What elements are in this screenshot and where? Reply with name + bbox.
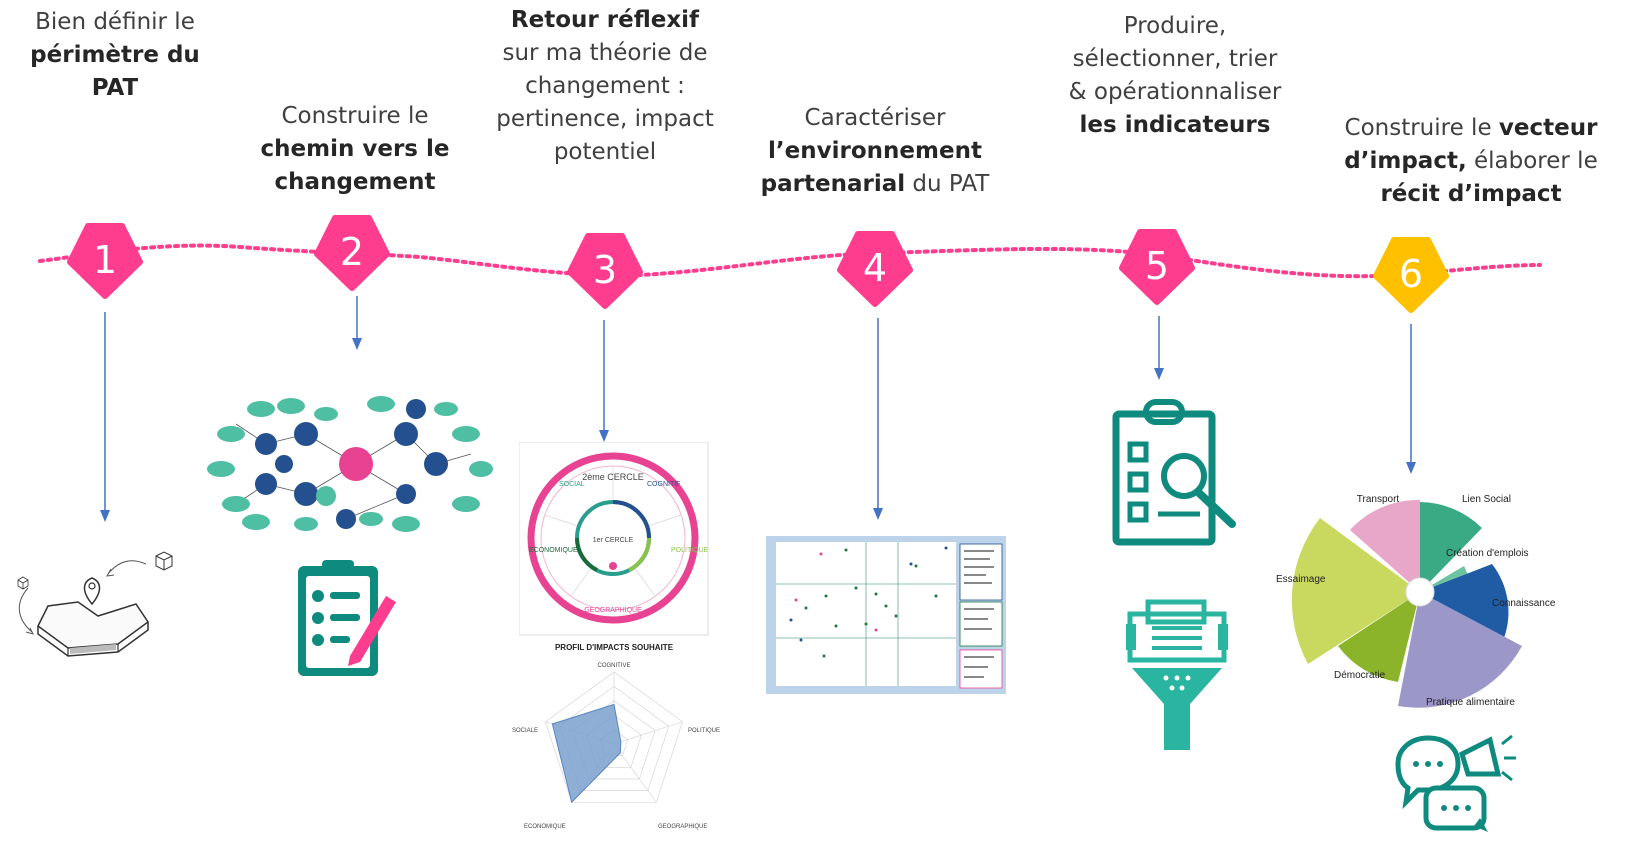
radar-axis-sociale: SOCIALE xyxy=(512,728,538,734)
sector-social: SOCIAL xyxy=(559,481,585,488)
impact-circle-diagram: 2ème CERCLE 1er CERCLE SOCIAL COGNITIF P… xyxy=(519,442,709,636)
step-2-arrow xyxy=(352,296,362,350)
mind-map-center-node xyxy=(339,447,373,481)
step-3-line-2: sur ma théorie de xyxy=(502,40,708,66)
inner-circle-label: 1er CERCLE xyxy=(593,537,634,544)
mind-map-illustration xyxy=(207,396,493,532)
timeline-dotted-line xyxy=(38,243,1542,279)
radar-axis-politique: POLITIQUE xyxy=(688,728,720,734)
step-2-text: Construire le chemin vers le changement xyxy=(250,100,460,199)
filter-funnel-icon xyxy=(1126,599,1228,750)
step-3-line-1: Retour réflexif xyxy=(510,7,700,33)
step-6-number: 6 xyxy=(1398,252,1424,296)
sector-cognitif: COGNITIF xyxy=(647,481,680,488)
step-5-arrow xyxy=(1154,316,1164,380)
radar-grid-spoke xyxy=(613,721,683,745)
step-5-text: Produire, sélectionner, trier & opératio… xyxy=(1050,10,1300,142)
step-3-number: 3 xyxy=(592,248,618,292)
step-4-badge: 4 xyxy=(836,230,914,308)
outer-circle-label: 2ème CERCLE xyxy=(582,472,644,482)
storytelling-megaphone-icon xyxy=(1395,734,1516,832)
sector-economique: ECONOMIQUE xyxy=(529,547,578,554)
step-3-text: Retour réflexif sur ma théorie de change… xyxy=(490,4,720,169)
vector-label-connaissance: Connaissance xyxy=(1492,598,1556,609)
impact-radar-chart: PROFIL D'IMPACTS SOUHAITE COGNITIVE POLI… xyxy=(512,643,720,830)
step-1-text: Bien définir le périmètre du PAT xyxy=(5,6,225,105)
sector-politique: POLITIQUE xyxy=(671,547,709,554)
perimeter-map-illustration xyxy=(8,544,178,666)
pentagon-shape xyxy=(67,223,143,299)
pentagon-shape xyxy=(1119,229,1195,305)
radar-axis-economique: ECONOMIQUE xyxy=(524,824,566,830)
clipboard-pencil-icon xyxy=(298,560,396,676)
partnership-map-screenshot xyxy=(766,536,1006,694)
step-3-arrow xyxy=(599,320,609,442)
impact-vector-chart: Transport Lien Social Création d'emplois… xyxy=(1276,494,1556,708)
step-5-badge: 5 xyxy=(1118,228,1196,306)
vector-slice-lien-social xyxy=(1420,502,1482,592)
pentagon-shape xyxy=(1373,237,1449,313)
step-2-line-3: changement xyxy=(274,169,436,195)
step-1-badge: 1 xyxy=(66,222,144,300)
pentagon-shape xyxy=(314,215,390,291)
vector-slice-democratie xyxy=(1338,592,1420,682)
step-6-line-1-normal: Construire le xyxy=(1344,115,1499,141)
step-1-arrow xyxy=(100,312,110,522)
step-6-line-2-bold: d’impact, xyxy=(1344,148,1467,174)
radar-axis-cognitive: COGNITIVE xyxy=(597,663,630,669)
step-6-arrow xyxy=(1406,324,1416,474)
step-4-number: 4 xyxy=(862,246,888,290)
step-5-line-3: & opérationnaliser xyxy=(1068,79,1282,105)
step-4-text: Caractériser l’environnement partenarial… xyxy=(750,102,1000,201)
step-3-line-4: pertinence, impact xyxy=(496,106,714,132)
step-4-line-2: l’environnement xyxy=(768,138,982,164)
cube-icon xyxy=(17,576,29,590)
step-1-line-2: périmètre du PAT xyxy=(30,42,200,101)
vector-slice-transport xyxy=(1350,499,1420,592)
step-2-badge: 2 xyxy=(313,214,391,292)
step-3-line-5: potentiel xyxy=(553,139,657,165)
vector-slice-connaissance xyxy=(1420,564,1509,638)
vector-label-pratique-alimentaire: Pratique alimentaire xyxy=(1426,697,1515,708)
step-6-line-3: récit d’impact xyxy=(1380,181,1562,207)
vector-label-democratie: Démocratie xyxy=(1334,670,1386,681)
vector-label-creation-emplois: Création d'emplois xyxy=(1446,548,1529,559)
radar-axis-geographique: GEOGRAPHIQUE xyxy=(658,824,707,830)
clipboard-search-icon xyxy=(1112,399,1236,546)
step-1-line-1: Bien définir le xyxy=(35,9,195,35)
step-2-number: 2 xyxy=(339,230,365,274)
step-3-line-3: changement : xyxy=(525,73,685,99)
location-pin-icon xyxy=(83,577,101,606)
step-1-number: 1 xyxy=(92,238,118,282)
step-5-number: 5 xyxy=(1144,244,1170,288)
radar-grid-spoke xyxy=(613,743,657,803)
step-6-line-2-normal: élaborer le xyxy=(1466,148,1598,174)
step-4-arrow xyxy=(873,318,883,520)
step-3-badge: 3 xyxy=(566,232,644,310)
vector-slice-essaimage xyxy=(1291,518,1420,664)
vector-label-essaimage: Essaimage xyxy=(1276,574,1326,585)
cube-icon xyxy=(155,551,173,571)
vector-label-lien-social: Lien Social xyxy=(1462,494,1511,505)
sector-geographique: GEOGRAPHIQUE xyxy=(584,607,642,614)
step-4-line-1: Caractériser xyxy=(804,105,946,131)
pentagon-shape xyxy=(837,231,913,307)
radar-grid-ring xyxy=(545,671,683,803)
step-2-line-2: chemin vers le xyxy=(260,136,450,162)
step-6-badge: 6 xyxy=(1372,236,1450,314)
pentagon-shape xyxy=(567,233,643,309)
step-6-line-1-bold: vecteur xyxy=(1498,115,1598,141)
vector-label-transport: Transport xyxy=(1357,494,1400,505)
radar-title: PROFIL D'IMPACTS SOUHAITE xyxy=(555,643,674,652)
step-6-text: Construire le vecteur d’impact, élaborer… xyxy=(1316,112,1626,211)
radar-data-polygon xyxy=(551,703,622,804)
step-2-line-1: Construire le xyxy=(281,103,429,129)
step-4-line-3-bold: partenarial xyxy=(760,171,906,197)
step-5-line-4: les indicateurs xyxy=(1079,112,1271,138)
step-5-line-1: Produire, xyxy=(1123,13,1227,39)
vector-slice-pratique-alimentaire xyxy=(1398,592,1522,708)
step-5-line-2: sélectionner, trier xyxy=(1072,46,1278,72)
step-4-line-3-normal: du PAT xyxy=(905,171,990,197)
